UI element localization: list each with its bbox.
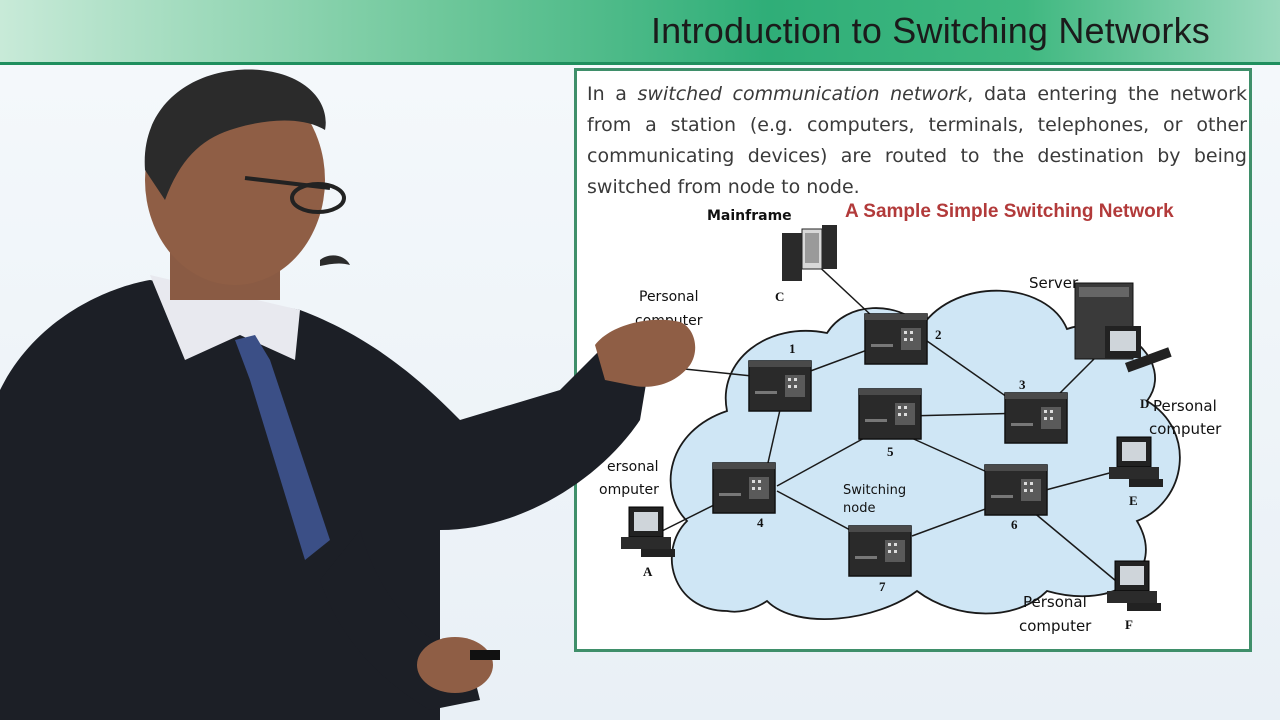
- switch-node-2: [864, 313, 928, 365]
- node-label-3: 3: [1019, 377, 1026, 392]
- switch-node-7: [848, 525, 912, 577]
- presenter-figure: [0, 69, 696, 720]
- pc-f-id: F: [1125, 617, 1133, 632]
- switching-node-label-2: node: [843, 501, 875, 516]
- pc-a-id: A: [643, 564, 653, 579]
- presentation-clicker: [470, 650, 500, 660]
- node-label-7: 7: [879, 579, 886, 594]
- pc-a-label-1: ersonal: [607, 459, 659, 475]
- server-label: Server: [1029, 274, 1079, 292]
- tie: [235, 335, 330, 560]
- pc-e-id: E: [1129, 493, 1138, 508]
- pc-f-icon: [1106, 560, 1162, 612]
- server-icon: [1074, 282, 1172, 373]
- switch-node-1: [748, 360, 812, 412]
- raised-hand: [595, 319, 696, 387]
- header-bar: Introduction to Switching Networks: [0, 0, 1280, 65]
- mainframe-id: C: [775, 289, 784, 304]
- switch-node-4: [712, 462, 776, 514]
- content-frame: In a switched communication network, dat…: [574, 68, 1252, 652]
- switching-network-diagram: 1 2 3 4 5 6 7 Switching node Mainframe C: [599, 208, 1222, 635]
- slide-title: Introduction to Switching Networks: [650, 10, 1210, 51]
- node-label-2: 2: [935, 327, 942, 342]
- mainframe-icon: [782, 225, 837, 281]
- switch-node-3: [1004, 392, 1068, 444]
- intro-emphasis: switched communication network: [637, 83, 968, 105]
- pc-a-label-2: omputer: [599, 482, 659, 498]
- switching-node-label-1: Switching: [843, 483, 906, 498]
- suit: [0, 280, 650, 720]
- mainframe-label: Mainframe: [707, 208, 792, 224]
- hair: [144, 69, 326, 200]
- intro-paragraph: In a switched communication network, dat…: [587, 79, 1247, 203]
- intro-text-2: , data entering the network from a stati…: [587, 83, 1247, 198]
- node-label-6: 6: [1011, 517, 1018, 532]
- switch-node-5: [858, 388, 922, 440]
- pc-f-label-1: Personal: [1023, 593, 1087, 611]
- node-label-5: 5: [887, 444, 894, 459]
- pc-f-label-2: computer: [1019, 617, 1092, 635]
- node-label-4: 4: [757, 515, 764, 530]
- node-label-1: 1: [789, 341, 796, 356]
- diagram-title: A Sample Simple Switching Network: [845, 201, 1174, 222]
- switch-node-6: [984, 464, 1048, 516]
- server-id: D: [1140, 396, 1149, 411]
- pc-e-label-1: Personal: [1153, 397, 1217, 415]
- lower-hand: [417, 637, 493, 693]
- intro-text-1: In a: [587, 83, 638, 105]
- pc-b-label-1: Personal: [639, 289, 699, 305]
- pc-e-label-2: computer: [1149, 420, 1222, 438]
- glasses-icon: [244, 176, 346, 214]
